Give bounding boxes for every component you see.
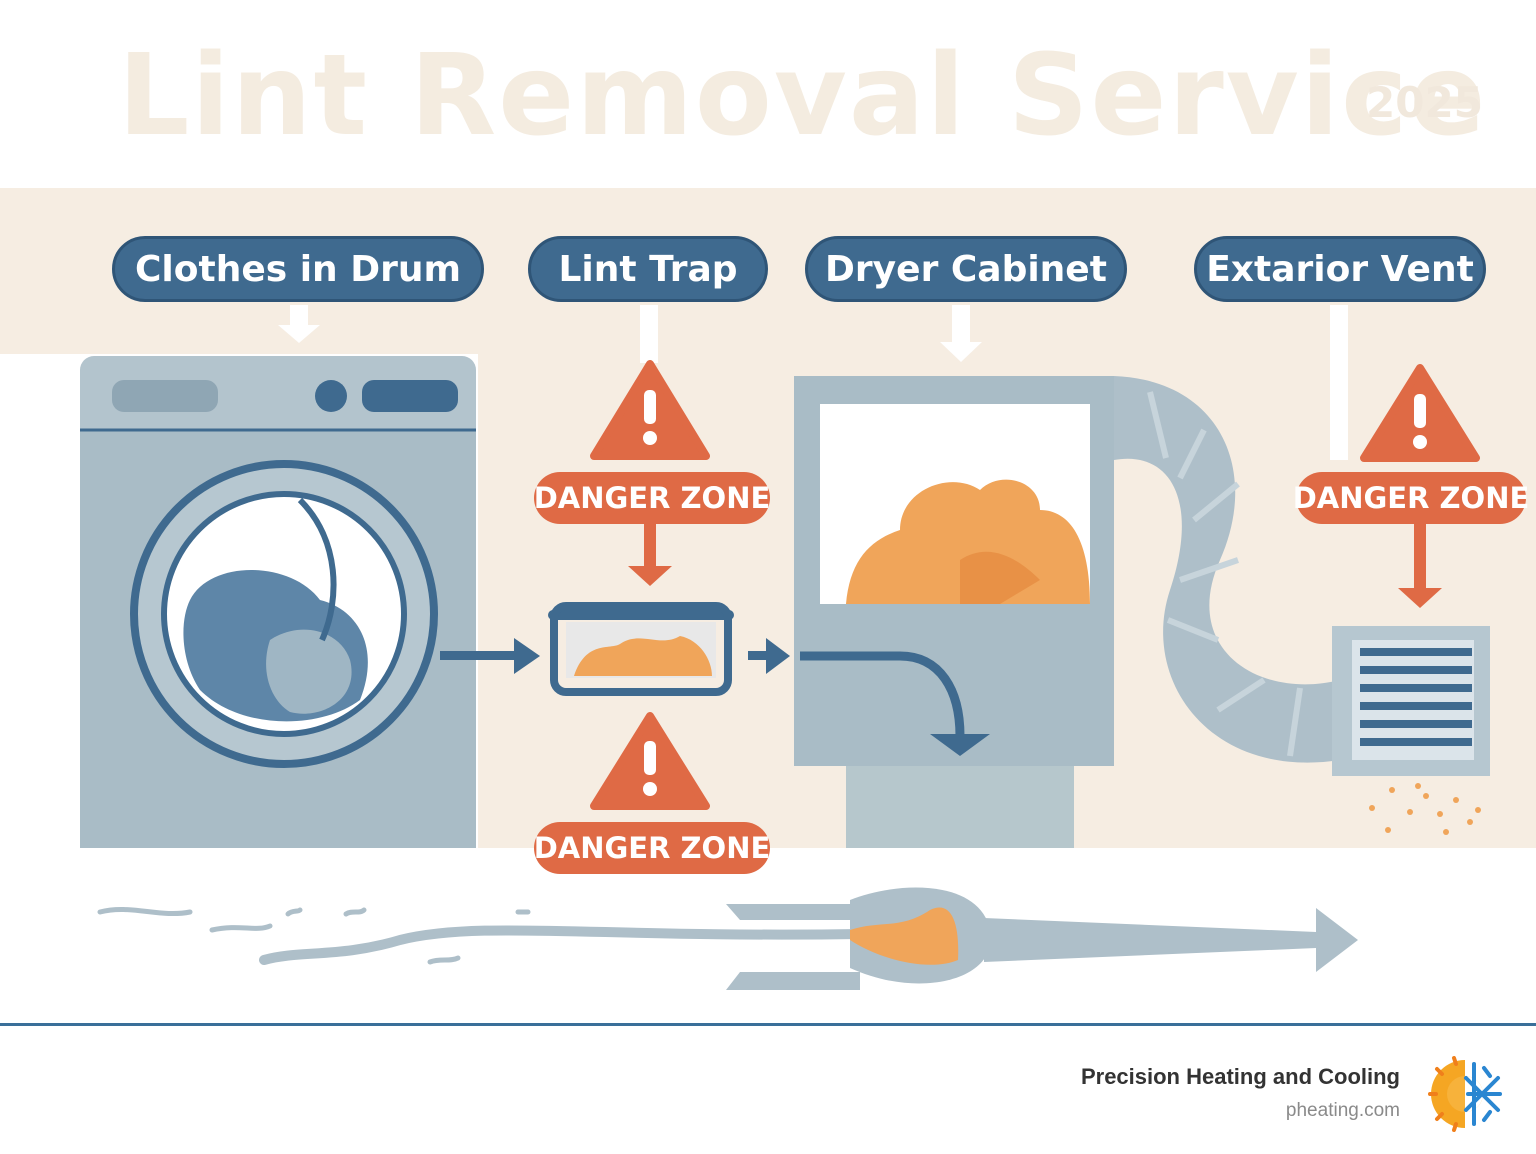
dryer-cabinet-icon — [794, 376, 1114, 848]
page-title: Lint Removal Service — [118, 31, 1488, 161]
connector-lines — [640, 305, 1348, 460]
company-website[interactable]: pheating.com — [1285, 1100, 1400, 1121]
footer-brand: Precision Heating and Cooling pheating.c… — [1081, 1064, 1400, 1122]
lint-trap-icon — [548, 602, 734, 696]
company-name: Precision Heating and Cooling — [1080, 1064, 1400, 1089]
warning-triangle-icon — [590, 712, 710, 810]
stage-label-exterior-vent: Extarior Vent — [1194, 236, 1486, 302]
dryer-machine-icon — [80, 356, 476, 848]
down-arrow-icon — [278, 305, 982, 362]
exterior-vent-icon — [1332, 626, 1490, 835]
warning-triangle-icon — [590, 360, 710, 460]
flow-arrow-icon — [440, 638, 790, 674]
danger-zone-badge: DANGER ZONE — [534, 822, 770, 874]
company-logo-icon — [1428, 1056, 1502, 1132]
stage-label-clothes-in-drum: Clothes in Drum — [112, 236, 484, 302]
stage-label-lint-trap: Lint Trap — [528, 236, 768, 302]
danger-arrow-icon — [628, 524, 1442, 608]
stage-label-dryer-cabinet: Dryer Cabinet — [805, 236, 1127, 302]
danger-zone-badge: DANGER ZONE — [534, 472, 770, 524]
danger-zone-badge: DANGER ZONE — [1293, 472, 1529, 524]
footer-divider — [0, 1023, 1536, 1026]
warning-triangle-icon — [1360, 364, 1480, 462]
vacuum-tool-icon — [97, 887, 1358, 990]
duct-hose-icon — [1114, 376, 1340, 763]
year-label: 2025 — [1366, 78, 1483, 127]
